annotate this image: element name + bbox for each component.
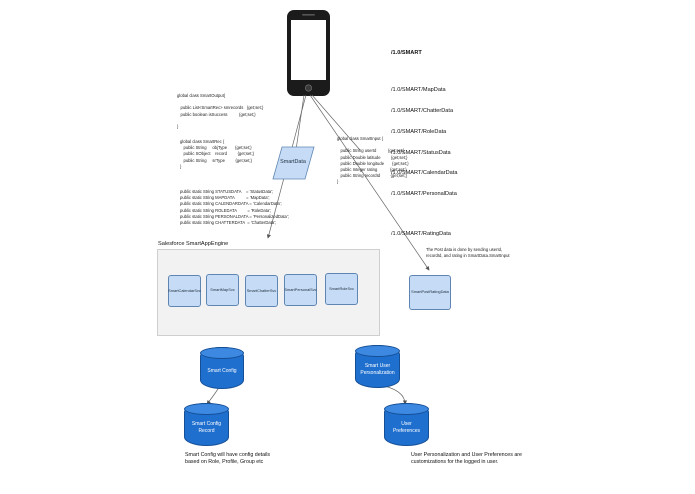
- smartphone-icon: [287, 10, 330, 96]
- engine-title: Salesforce SmartAppEngine: [158, 241, 229, 247]
- db-smart-user-personalization-label: Smart User Personalization: [360, 363, 395, 376]
- smart-data-shape: [272, 146, 315, 180]
- route-item-rating: /1.0/SMART/RatingData: [391, 231, 451, 238]
- route-item: /1.0/SMART/RoleData: [391, 128, 447, 135]
- route-header: /1.0/SMART: [391, 49, 422, 56]
- db-smart-config-label: Smart Config: [207, 367, 237, 374]
- smart-rec-code: global class SmartRec { public String ob…: [180, 139, 255, 169]
- post-note: The Post data is done by sending userId,…: [426, 247, 510, 259]
- route-item: /1.0/SMART/ChatterData: [391, 108, 454, 115]
- connector-phone-to-input: [311, 94, 361, 151]
- service-map[interactable]: SmartMapSvc: [206, 274, 239, 306]
- smart-input-code: global class SmartInput { public String …: [337, 136, 409, 185]
- route-list: /1.0/SMART /1.0/SMART/MapData /1.0/SMART…: [391, 36, 457, 245]
- db-user-preferences-label: User Preferences: [393, 421, 420, 434]
- smart-output-code: global class SmartOutput{ public List<Sm…: [177, 93, 264, 130]
- connector-phone-to-post-rating: [309, 94, 430, 271]
- service-chatter[interactable]: SmartChatterSvc: [245, 275, 278, 307]
- route-item: /1.0/SMART/PersonalData: [391, 190, 457, 197]
- service-post-rating[interactable]: SmartPostRatingData: [409, 275, 451, 310]
- route-item: /1.0/SMART/StatusData: [391, 149, 451, 156]
- db-user-preferences: User Preferences: [384, 403, 429, 446]
- note-config: Smart Config will have config details ba…: [185, 452, 271, 465]
- connector-phone-to-smartdata: [295, 94, 305, 151]
- route-item: /1.0/SMART/MapData: [391, 87, 446, 94]
- db-smart-config-record: Smart Config Record: [184, 403, 229, 446]
- service-personal[interactable]: SmartPersonalSvc: [284, 274, 317, 306]
- db-smart-config-record-label: Smart Config Record: [191, 421, 222, 434]
- db-smart-user-personalization: Smart User Personalization: [355, 345, 400, 388]
- constants-code: public static String STATUSDATA = 'Statu…: [180, 189, 289, 226]
- service-role[interactable]: SmartRoleSvc: [325, 273, 358, 305]
- db-smart-config: Smart Config: [200, 347, 244, 389]
- route-item: /1.0/SMART/CalendarData: [391, 170, 458, 177]
- note-personalization: User Personalization and User Preference…: [411, 452, 522, 465]
- service-calendar[interactable]: SmartCalendarSvc: [168, 275, 201, 307]
- smart-data-label: SmartData: [280, 159, 306, 165]
- connector-personalization-to-preferences: [379, 384, 408, 405]
